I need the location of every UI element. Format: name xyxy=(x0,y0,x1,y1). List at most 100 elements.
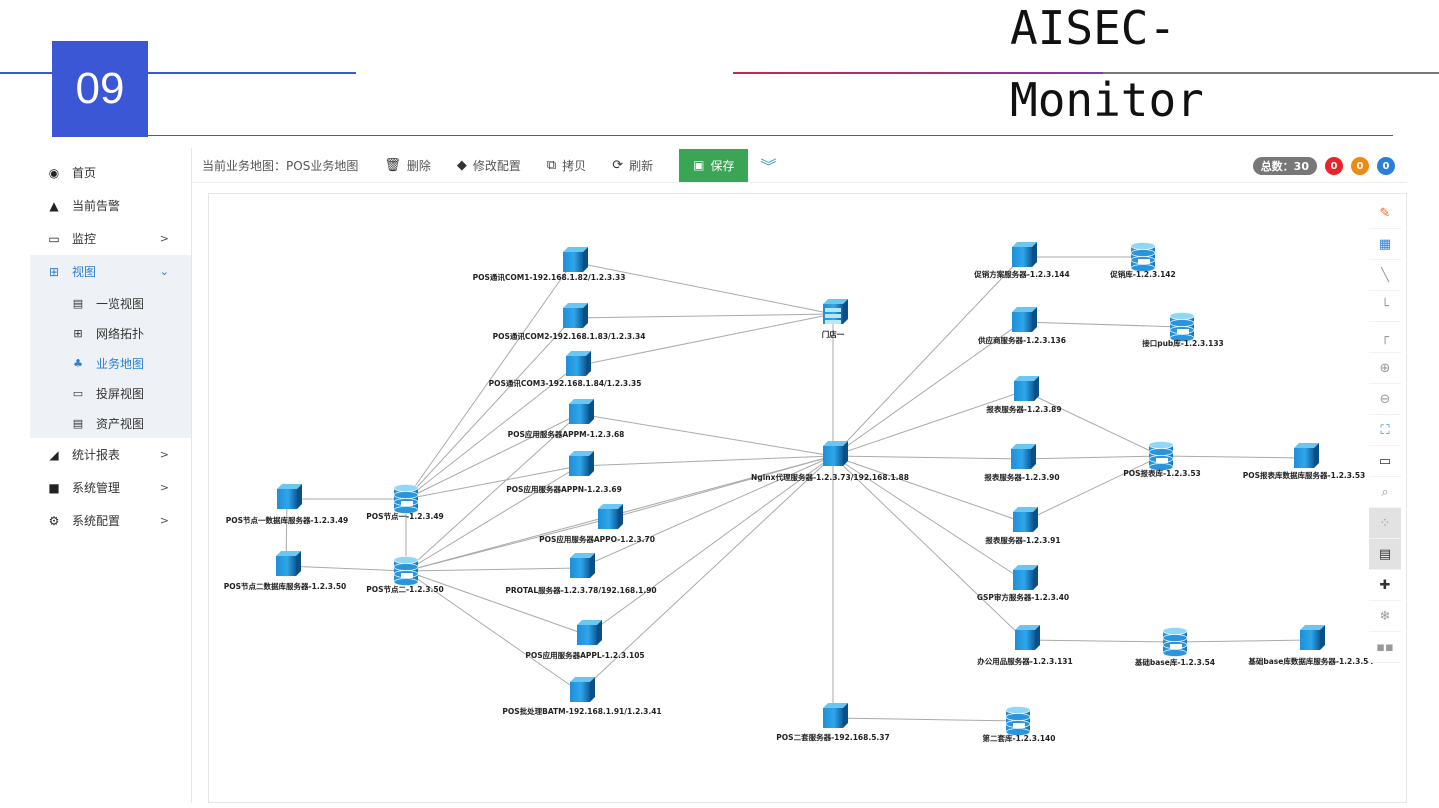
edge-n2-batm xyxy=(405,570,581,693)
grid-icon[interactable]: ▪▪ xyxy=(1369,632,1401,663)
topology-node-repdb[interactable]: POS报表库-1.2.3.53 xyxy=(1123,441,1201,479)
sidebar-item-monitor[interactable]: ▭ 监控 > xyxy=(30,222,191,255)
server-icon xyxy=(570,553,595,578)
current-map-label: 当前业务地图： xyxy=(202,158,287,173)
server-icon xyxy=(276,551,301,576)
database-icon xyxy=(1148,441,1174,471)
sidebar-item-reports[interactable]: ◢ 统计报表 > xyxy=(30,438,191,471)
panel-icon[interactable]: ▤ xyxy=(1369,539,1401,570)
topology-node-promodb[interactable]: 促销库-1.2.3.142 xyxy=(1109,242,1176,280)
sidebar-subitem-assets[interactable]: ▤ 资产视图 xyxy=(30,408,191,438)
topology-node-pub[interactable]: 接口pub库-1.2.3.133 xyxy=(1142,312,1224,349)
critical-count-badge[interactable]: 0 xyxy=(1325,157,1343,175)
slide-title-line1: AISEC- xyxy=(1010,1,1177,55)
major-count-badge[interactable]: 0 xyxy=(1351,157,1369,175)
zoom-out-icon[interactable]: ⊖ xyxy=(1369,384,1401,415)
topology-node-n1db[interactable]: POS节点一数据库服务器-1.2.3.49 xyxy=(226,484,349,525)
select-icon[interactable]: ▦ xyxy=(1369,229,1401,260)
edge-appl-nginx xyxy=(586,455,834,636)
sidebar-item-system-config[interactable]: ⚙ 系统配置 > xyxy=(30,504,191,537)
topology-node-com1[interactable]: POS通讯COM1-192.168.1.82/1.2.3.33 xyxy=(473,247,626,282)
search-icon[interactable]: ⌕ xyxy=(1369,477,1401,508)
server-icon xyxy=(1012,242,1037,267)
sidebar-subitem-network[interactable]: ⊞ 网络拓扑 xyxy=(30,318,191,348)
topology-node-appl[interactable]: POS应用服务器APPL-1.2.3.105 xyxy=(525,620,645,660)
snowflake-icon[interactable]: ❄ xyxy=(1369,601,1401,632)
edge-n2-appn xyxy=(405,465,580,572)
topology-node-n1[interactable]: POS节点一-1.2.3.49 xyxy=(366,484,444,522)
node-label: 报表服务器-1.2.3.89 xyxy=(986,404,1061,414)
topology-node-rep91[interactable]: 报表服务器-1.2.3.91 xyxy=(985,507,1061,545)
sidebar: ◉ 首页 ▲ 当前告警 ▭ 监控 > ⊞ 视图 ⌄ ▤ 一览视图 ⊞ 网络拓扑 … xyxy=(30,148,192,803)
slide-number: 09 xyxy=(52,41,148,137)
plus-icon[interactable]: ✚ xyxy=(1369,570,1401,601)
topology-node-repdbsrv[interactable]: POS报表库数据库服务器-1.2.3.53 xyxy=(1243,443,1366,480)
edge-n2db-n2 xyxy=(285,565,407,572)
topology-node-door[interactable]: 门店一 xyxy=(822,299,848,339)
zoom-in-icon[interactable]: ⊕ xyxy=(1369,353,1401,384)
topology-node-base[interactable]: 基础base库-1.2.3.54 xyxy=(1134,627,1215,668)
sidebar-item-views[interactable]: ⊞ 视图 ⌄ xyxy=(30,255,191,288)
edit-icon[interactable]: ✎ xyxy=(1369,198,1401,229)
server-icon xyxy=(569,451,594,476)
topology-node-appo[interactable]: POS应用服务器APPO-1.2.3.70 xyxy=(539,504,655,544)
sidebar-item-system-admin[interactable]: ■ 系统管理 > xyxy=(30,471,191,504)
corner-line2-icon[interactable]: ┌ xyxy=(1369,322,1401,353)
sidebar-subitem-label: 业务地图 xyxy=(96,356,145,371)
node-label: Nginx代理服务器-1.2.3.73/192.168.1.88 xyxy=(751,472,909,482)
layout-icon[interactable]: ⁘ xyxy=(1369,508,1401,539)
server-icon xyxy=(577,620,602,645)
topology-node-com3[interactable]: POS通讯COM3-192.168.1.84/1.2.3.35 xyxy=(489,351,642,388)
node-label: POS节点一-1.2.3.49 xyxy=(366,511,444,521)
server-icon xyxy=(1294,443,1319,468)
node-label: POS二套服务器-192.168.5.37 xyxy=(776,732,889,742)
topology-node-rep89[interactable]: 报表服务器-1.2.3.89 xyxy=(986,376,1062,414)
topology-node-appm[interactable]: POS应用服务器APPM-1.2.3.68 xyxy=(508,399,625,439)
sidebar-subitem-screen[interactable]: ▭ 投屏视图 xyxy=(30,378,191,408)
minor-count-badge[interactable]: 0 xyxy=(1377,157,1395,175)
topology-node-rep90[interactable]: 报表服务器-1.2.3.90 xyxy=(984,444,1060,482)
window-icon[interactable]: ▭ xyxy=(1369,446,1401,477)
topology-node-com2[interactable]: POS通讯COM2-192.168.1.83/1.2.3.34 xyxy=(493,303,646,341)
node-label: 报表服务器-1.2.3.91 xyxy=(985,535,1060,545)
sidebar-item-alerts[interactable]: ▲ 当前告警 xyxy=(30,189,191,222)
topology-node-basesrv[interactable]: 基础base库数据库服务器-1.2.3.54 xyxy=(1247,625,1374,666)
header-rule-gradient xyxy=(733,72,1103,74)
topology-node-batm[interactable]: POS批处理BATM-192.168.1.91/1.2.3.41 xyxy=(502,677,662,716)
topology-node-nginx[interactable]: Nginx代理服务器-1.2.3.73/192.168.1.88 xyxy=(751,441,909,482)
server-icon xyxy=(1014,376,1039,401)
edge-com3-door xyxy=(575,313,834,367)
server-icon xyxy=(563,303,588,328)
chevron-right-icon: > xyxy=(159,232,169,245)
topology-node-gsp[interactable]: GSP审方服务器-1.2.3.40 xyxy=(977,565,1069,602)
corner-line-icon[interactable]: └ xyxy=(1369,291,1401,322)
topology-node-supplier[interactable]: 供应商服务器-1.2.3.136 xyxy=(977,307,1066,345)
save-button[interactable]: ▣ 保存 xyxy=(679,148,749,182)
sidebar-subitem-business-map[interactable]: ♣ 业务地图 xyxy=(30,348,191,378)
refresh-button[interactable]: ⟳ 刷新 xyxy=(612,157,653,174)
topology-node-promo[interactable]: 促销方案服务器-1.2.3.144 xyxy=(973,242,1070,279)
edit-config-button[interactable]: ◆ 修改配置 xyxy=(457,157,521,174)
fit-icon[interactable]: ⛶ xyxy=(1369,415,1401,446)
edge-com2-door xyxy=(572,313,834,319)
delete-button[interactable]: 🗑 删除 xyxy=(384,157,431,174)
header-rule-blue xyxy=(148,72,356,74)
topology-node-protal[interactable]: PROTAL服务器-1.2.3.78/192.168.1.90 xyxy=(505,553,657,595)
topology-node-n2[interactable]: POS节点二-1.2.3.50 xyxy=(366,556,444,595)
topology-node-db2[interactable]: 第二套库-1.2.3.140 xyxy=(983,706,1056,744)
sidebar-item-home[interactable]: ◉ 首页 xyxy=(30,156,191,189)
topology-node-pos2[interactable]: POS二套服务器-192.168.5.37 xyxy=(776,703,890,742)
expand-chevrons-icon[interactable]: ︾ xyxy=(760,157,777,176)
topology-node-office[interactable]: 办公用品服务器-1.2.3.131 xyxy=(977,625,1073,666)
copy-button[interactable]: ⧉ 拷贝 xyxy=(547,157,586,174)
sidebar-subitem-overview[interactable]: ▤ 一览视图 xyxy=(30,288,191,318)
topology-node-n2db[interactable]: POS节点二数据库服务器-1.2.3.50 xyxy=(224,551,347,591)
line-icon[interactable]: ╲ xyxy=(1369,260,1401,291)
edge-nginx-rep90 xyxy=(832,455,1022,460)
tag-icon: ◆ xyxy=(456,157,467,173)
edge-n1-com3 xyxy=(405,365,577,500)
topology-node-appn[interactable]: POS应用服务器APPN-1.2.3.69 xyxy=(506,451,622,494)
header-rule-gray xyxy=(1103,72,1439,74)
database-icon xyxy=(1169,312,1195,342)
